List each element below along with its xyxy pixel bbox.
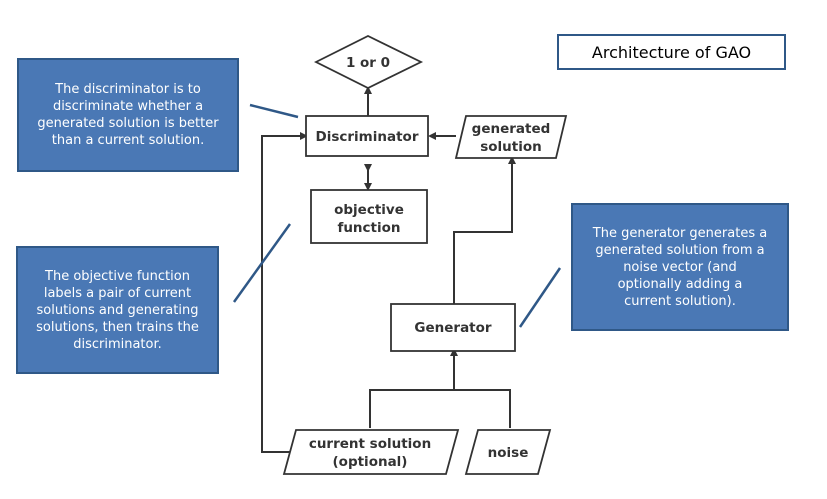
diagram-title: Architecture of GAO (557, 34, 786, 70)
callout-connectors (232, 103, 562, 328)
generated-solution-label-line1: generated (472, 121, 551, 137)
generator-label: Generator (414, 320, 491, 336)
edge-current-to-discriminator (261, 132, 308, 453)
discriminator-node: Discriminator (305, 115, 429, 157)
current-solution-node: current solution (optional) (282, 429, 460, 475)
connector-generator (518, 267, 562, 328)
generator-node: Generator (390, 303, 516, 352)
callout-generator: The generator generates a generated solu… (571, 203, 789, 331)
objective-function-label-line1: objective (334, 202, 404, 218)
edge-current-to-generator (369, 389, 454, 428)
generated-solution-label-line2: solution (480, 139, 542, 155)
connector-discriminator (249, 103, 299, 119)
output-node: 1 or 0 (313, 34, 424, 90)
objective-function-label-line2: function (337, 220, 400, 236)
current-solution-label-line2: (optional) (333, 454, 408, 470)
noise-label: noise (488, 445, 529, 461)
edge-generator-to-generated (453, 156, 516, 304)
noise-node: noise (464, 429, 552, 475)
edges (261, 86, 516, 453)
connector-objective (232, 223, 292, 303)
generated-solution-node: generated solution (454, 115, 568, 159)
output-label: 1 or 0 (346, 55, 390, 71)
current-solution-label-line1: current solution (309, 436, 431, 452)
edge-noise-to-generator (454, 389, 511, 428)
callout-discriminator: The discriminator is to discriminate whe… (17, 58, 239, 172)
callout-objective-function: The objective function labels a pair of … (16, 246, 219, 374)
discriminator-label: Discriminator (316, 129, 419, 145)
objective-function-node: objective function (310, 189, 428, 244)
